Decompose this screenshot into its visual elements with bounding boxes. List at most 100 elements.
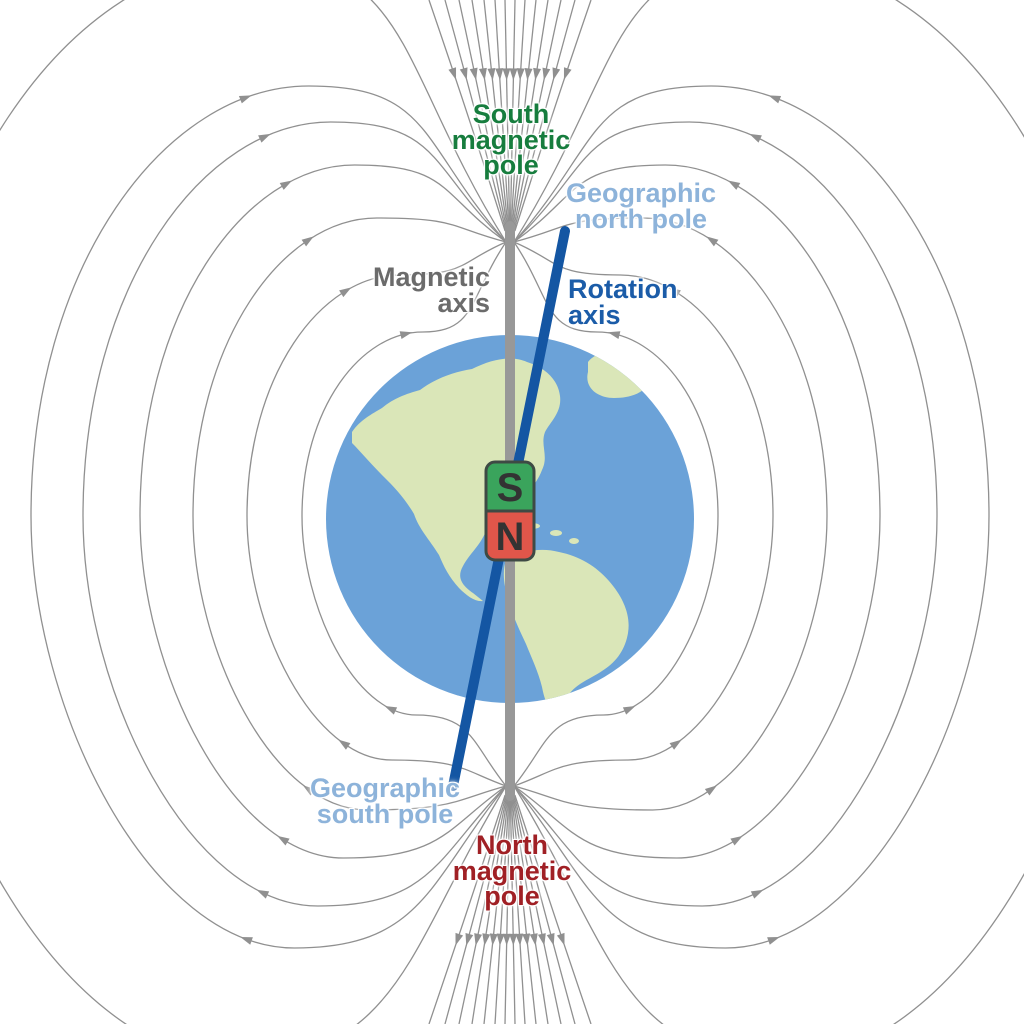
field-line — [444, 0, 507, 232]
field-arrow-icon — [749, 133, 762, 143]
south-america-landmass — [503, 549, 629, 703]
field-arrow-icon — [482, 933, 491, 946]
field-arrow-icon — [279, 180, 293, 190]
label-geographic-north-pole: Geographic north pole — [565, 178, 717, 234]
greenland-landmass — [587, 351, 650, 398]
field-line — [30, 85, 507, 949]
field-arrow-icon — [338, 739, 351, 750]
magnet-south-letter: S — [497, 466, 524, 510]
field-arrow-icon — [339, 287, 352, 298]
label-geographic-south-pole: Geographic south pole — [309, 773, 461, 829]
label-rotation-axis: Rotation axis — [568, 274, 678, 330]
field-line — [514, 0, 592, 232]
field-line — [513, 85, 990, 949]
field-arrow-icon — [258, 133, 271, 143]
field-line — [458, 0, 508, 232]
field-line — [512, 0, 562, 232]
field-line — [509, 0, 516, 232]
field-arrow-icon — [556, 932, 565, 946]
field-arrow-icon — [399, 331, 413, 340]
caribbean-island — [550, 530, 562, 536]
field-line — [509, 794, 516, 1024]
field-line — [192, 217, 507, 811]
field-arrow-icon — [522, 933, 531, 946]
field-arrow-icon — [256, 889, 270, 899]
label-magnetic-axis: Magnetic axis — [372, 262, 490, 318]
field-arrow-icon — [509, 68, 518, 81]
magnet-south-half — [486, 462, 534, 511]
field-arrow-icon — [302, 785, 316, 796]
field-arrow-icon — [704, 785, 718, 796]
field-line — [510, 0, 526, 232]
field-arrow-icon — [607, 331, 621, 340]
field-line — [504, 794, 511, 1024]
field-arrow-icon — [622, 706, 636, 715]
field-arrow-icon — [455, 932, 464, 946]
field-line — [510, 0, 537, 232]
field-line — [483, 0, 510, 232]
label-south-magnetic-pole: South magnetic pole — [451, 99, 571, 181]
field-line — [513, 164, 881, 859]
field-line — [82, 121, 507, 907]
field-arrow-icon — [384, 706, 398, 715]
field-arrow-icon — [552, 67, 561, 81]
field-arrow-icon — [533, 67, 542, 81]
field-line — [512, 794, 562, 1024]
field-arrow-icon — [496, 933, 505, 946]
field-arrow-icon — [502, 933, 511, 946]
field-arrow-icon — [301, 236, 314, 247]
field-arrow-icon — [768, 95, 782, 104]
bar-magnet: S N — [484, 460, 536, 562]
field-line — [510, 794, 537, 1024]
field-arrow-icon — [478, 67, 487, 81]
field-arrow-icon — [537, 933, 546, 946]
field-line — [494, 794, 510, 1024]
field-arrow-icon — [516, 68, 525, 81]
field-arrow-icon — [546, 933, 555, 946]
field-arrow-icon — [730, 835, 743, 846]
field-line — [513, 217, 828, 811]
caribbean-island — [569, 538, 579, 544]
field-arrow-icon — [448, 67, 457, 80]
field-line — [513, 794, 576, 1024]
field-arrow-icon — [495, 68, 504, 81]
label-north-magnetic-pole: North magnetic pole — [452, 830, 572, 912]
field-arrow-icon — [459, 67, 468, 81]
field-arrow-icon — [563, 67, 572, 80]
field-line — [511, 794, 549, 1024]
field-arrow-icon — [542, 67, 551, 81]
field-line — [504, 0, 511, 232]
field-arrow-icon — [668, 287, 681, 298]
field-arrow-icon — [509, 933, 518, 946]
field-arrow-icon — [524, 68, 533, 81]
field-arrow-icon — [515, 933, 524, 946]
field-line — [483, 794, 510, 1024]
field-line — [513, 241, 774, 787]
field-line — [471, 794, 509, 1024]
field-line — [513, 0, 576, 232]
field-line — [458, 794, 508, 1024]
field-line — [246, 241, 507, 787]
field-arrow-icon — [238, 95, 252, 104]
field-line — [513, 241, 719, 787]
field-line — [428, 0, 506, 232]
field-arrow-icon — [240, 936, 253, 945]
magnet-north-letter: N — [496, 515, 525, 559]
field-arrow-icon — [487, 68, 496, 81]
field-arrow-icon — [706, 236, 719, 247]
field-line — [444, 794, 507, 1024]
field-arrow-icon — [502, 68, 511, 81]
field-line — [494, 0, 510, 232]
magnet-north-half — [486, 511, 534, 560]
field-line — [471, 0, 509, 232]
field-arrow-icon — [750, 889, 764, 899]
field-arrow-icon — [529, 933, 538, 946]
field-arrow-icon — [669, 739, 682, 750]
field-arrow-icon — [465, 933, 474, 946]
field-arrow-icon — [469, 67, 478, 81]
field-line — [301, 241, 507, 787]
field-line — [428, 794, 506, 1024]
field-arrow-icon — [727, 180, 741, 190]
